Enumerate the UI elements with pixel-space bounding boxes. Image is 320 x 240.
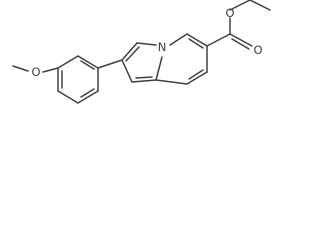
bond-five-ring-double [125,46,140,62]
bond-six-ring [155,79,188,85]
chemical-structure-diagram: O N O O [12,0,271,104]
pyrrole-ring [121,42,163,83]
bond-six-ring-double [188,38,204,49]
bond-methyl-o [12,65,29,72]
bond-carbonyl-double [229,33,253,47]
bond-phenyl [57,55,79,69]
bond-phenyl-double [80,60,95,70]
bond-six-ring [186,71,208,85]
bond-aryl-indolizine [97,59,123,69]
bond-five-ring [121,42,138,61]
ring-nitrogen-label: N [158,40,167,54]
bond-six-ring-double [188,69,204,80]
bond-five-ring [136,42,157,46]
phenyl-ring [57,55,99,104]
bond-six-ring [169,33,188,46]
methoxy-group [12,65,59,73]
ester-oxygen-label: O [225,6,234,20]
bond-ethyl [249,0,271,11]
methoxy-oxygen-label: O [31,65,40,79]
bond-o-aryl [42,67,59,73]
bond-o-ethyl [229,0,251,11]
bond-five-ring [155,56,163,81]
bond-phenyl [77,55,99,69]
bond-six-ring [186,33,208,47]
bond-phenyl-double [80,88,95,98]
ester-group [206,0,271,50]
bond-five-ring [121,59,133,83]
pyridine-ring [155,33,208,85]
carbonyl-oxygen-label: O [253,43,262,57]
bond-five-ring [131,79,157,83]
bond-five-ring-double [135,76,153,79]
bond-phenyl [77,90,99,104]
bond-phenyl [57,90,79,104]
bond-carbonyl-double [231,38,250,50]
bond-ring-carbonyl [206,33,231,47]
